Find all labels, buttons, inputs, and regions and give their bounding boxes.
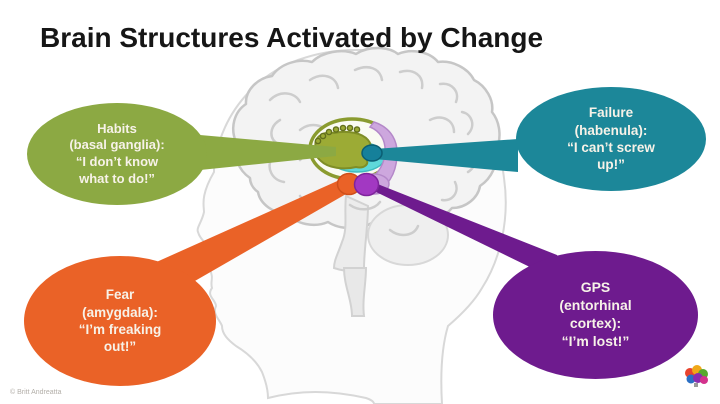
gps-connector [365, 179, 575, 289]
rainbow-brain-logo-icon [685, 365, 708, 387]
habits-structure-label: (basal ganglia): [69, 137, 165, 153]
failure-label: Failure [588, 105, 634, 121]
fear-structure-label: (amygdala): [82, 304, 158, 320]
habits-label: Habits [97, 120, 137, 136]
gps-bubble: GPS (entorhinal cortex): “I’m lost!” [493, 251, 698, 379]
habits-quote: “I don’t know what to do!” [75, 154, 159, 186]
brainstem-shape [332, 194, 370, 272]
habits-bubble: Habits (basal ganglia): “I don’t know wh… [27, 103, 207, 205]
spinal-cord-shape [342, 267, 368, 317]
copyright-credit: © Britt Andreatta [10, 389, 62, 396]
fear-label: Fear [105, 287, 135, 303]
habenula-structure [361, 144, 383, 162]
failure-structure-label: (habenula): [574, 122, 648, 138]
gps-quote: “I’m lost!” [561, 332, 630, 349]
fear-quote: “I’m freaking out!” [78, 322, 162, 355]
entorhinal-cortex-structure [353, 172, 380, 197]
failure-quote: “I can’t screw up!” [567, 140, 655, 173]
fear-connector [152, 178, 353, 293]
gps-structure-label: (entorhinal cortex): [559, 297, 632, 331]
basal-ganglia-bumps [314, 124, 361, 145]
habits-connector [200, 135, 336, 170]
fear-bubble: Fear (amygdala): “I’m freaking out!” [24, 256, 216, 386]
gps-label: GPS [580, 279, 611, 296]
failure-connector [374, 139, 518, 172]
failure-bubble: Failure (habenula): “I can’t screw up!” [516, 87, 706, 191]
page-title: Brain Structures Activated by Change [40, 22, 544, 53]
